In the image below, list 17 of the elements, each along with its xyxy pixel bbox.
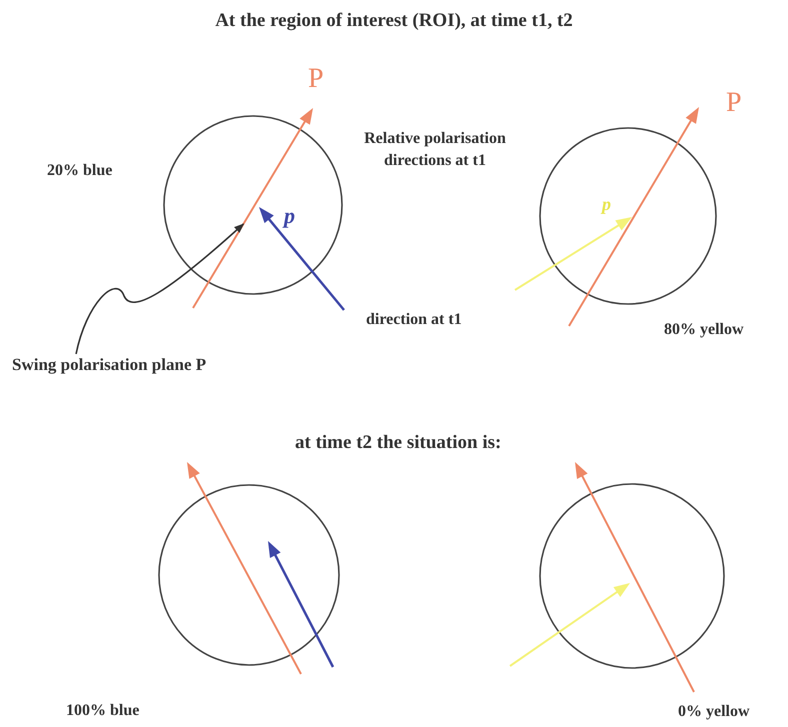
plane-arrow <box>575 462 695 692</box>
polarisation-label: p <box>284 202 295 230</box>
caption-text: Relative polarisation directions at t1 <box>363 129 507 171</box>
percentage-label: 20% blue <box>47 161 112 181</box>
plane-arrow <box>192 108 313 309</box>
plane-label: P <box>726 86 742 120</box>
percentage-label: 0% yellow <box>678 702 750 722</box>
plane-arrow <box>187 462 302 674</box>
title: At the region of interest (ROI), at time t1, t2 <box>214 10 574 32</box>
leader-line <box>75 223 244 354</box>
annotation-text: Swing polarisation plane P <box>12 355 206 376</box>
plane-label: P <box>308 62 324 96</box>
polarisation-label: p <box>602 193 611 216</box>
caption-text: direction at t1 <box>366 310 462 330</box>
percentage-label: 80% yellow <box>664 320 744 340</box>
subtitle-text: at time t2 the situation is: <box>295 431 502 455</box>
percentage-label: 100% blue <box>66 701 140 721</box>
